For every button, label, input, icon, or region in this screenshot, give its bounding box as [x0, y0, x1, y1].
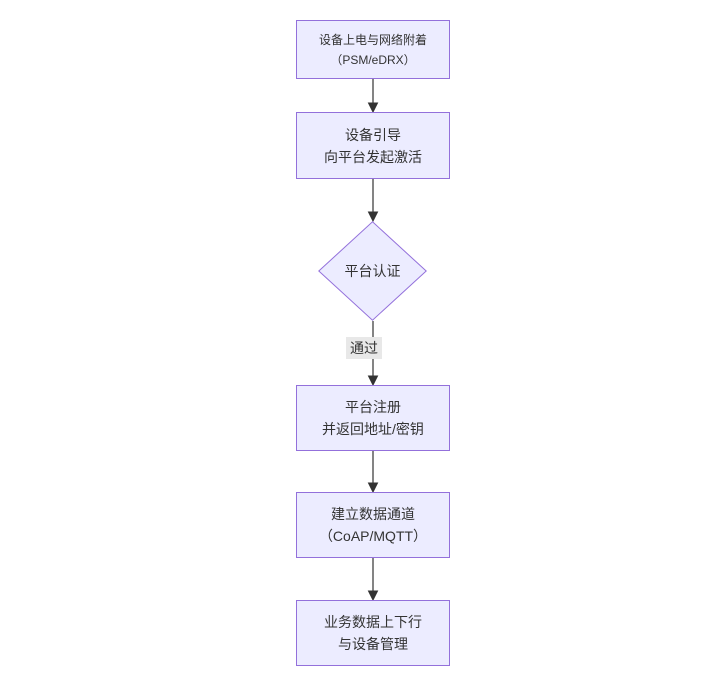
decision-platform-auth: 平台认证: [318, 221, 427, 321]
node-business-data-line1: 业务数据上下行: [324, 614, 422, 630]
node-power-attach-line1: 设备上电与网络附着: [318, 32, 427, 47]
node-bootstrap-line1: 设备引导: [345, 126, 401, 143]
decision-diamond-shape: [318, 221, 427, 321]
node-platform-register-line2: 并返回地址/密钥: [322, 421, 424, 437]
decision-platform-auth-label: 平台认证: [344, 263, 401, 279]
node-bootstrap: 设备引导 向平台发起激活: [296, 112, 450, 179]
node-power-attach: 设备上电与网络附着 （PSM/eDRX）: [296, 20, 450, 79]
arrow-channel-to-business: [367, 557, 379, 602]
node-business-data: 业务数据上下行 与设备管理: [296, 600, 450, 666]
arrow-register-to-channel: [367, 450, 379, 494]
node-platform-register-line1: 平台注册: [345, 399, 401, 415]
node-platform-register: 平台注册 并返回地址/密钥: [296, 385, 450, 451]
node-business-data-line2: 与设备管理: [338, 636, 408, 652]
arrow-bootstrap-to-auth: [367, 178, 379, 223]
edge-label-pass: 通过: [346, 337, 382, 359]
node-data-channel: 建立数据通道 （CoAP/MQTT）: [296, 492, 450, 558]
node-data-channel-line1: 建立数据通道: [331, 506, 415, 522]
node-power-attach-line2: （PSM/eDRX）: [330, 52, 416, 67]
node-data-channel-line2: （CoAP/MQTT）: [318, 528, 428, 544]
node-bootstrap-line2: 向平台发起激活: [324, 148, 422, 165]
arrow-power-to-bootstrap: [367, 78, 379, 114]
